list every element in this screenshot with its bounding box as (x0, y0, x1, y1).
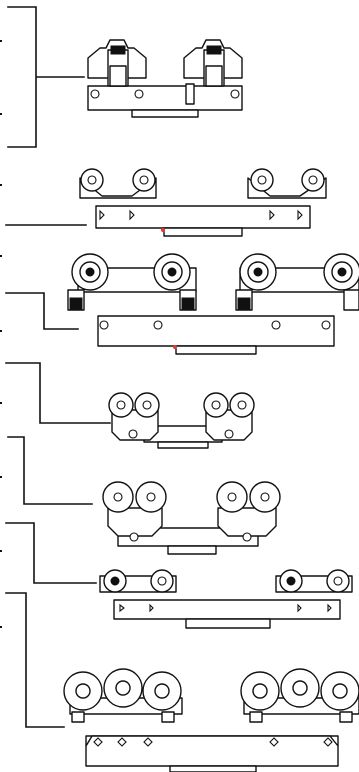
carriage-b (79, 168, 327, 237)
carriage-e (102, 481, 281, 555)
carriage-c (67, 253, 359, 355)
marker-c (173, 345, 177, 349)
leader-a (7, 6, 85, 148)
leader-g (5, 592, 65, 728)
leader-lines (0, 6, 111, 728)
carriage-d (108, 392, 255, 449)
leader-c (5, 292, 79, 330)
marker-b (161, 228, 165, 232)
leader-e (7, 436, 93, 505)
carriage-f (99, 569, 353, 629)
leader-f (5, 522, 97, 584)
edge-ticks (0, 40, 2, 628)
leader-d (5, 362, 111, 424)
carriage-g (63, 668, 359, 772)
carriage-a (87, 39, 243, 118)
